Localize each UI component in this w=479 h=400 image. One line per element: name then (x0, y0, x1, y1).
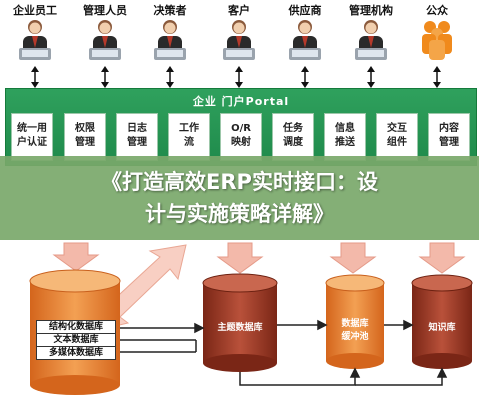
module-label-line2: 组件 (387, 137, 407, 148)
multimedia-db-label: 多媒体数据库 (36, 346, 116, 360)
user-label: 决策者 (153, 4, 187, 17)
user-3: 客户 (208, 0, 270, 64)
module-label-line2: 管理 (75, 137, 95, 148)
buffer-database-cylinder (325, 274, 385, 369)
buffer-db-label-line2: 缓冲池 (341, 332, 369, 342)
title-banner: 《打造高效ERP实时接口：设 计与实施策略详解》 (0, 156, 479, 240)
user-label: 公众 (426, 4, 448, 17)
public-group-icon (422, 21, 452, 60)
portal-module-8: 内容管理 (428, 113, 470, 161)
user-portal-double-arrow (301, 66, 309, 88)
portal-module-4: O/R 映射 (220, 113, 262, 161)
portal-down-arrows (52, 242, 466, 274)
buffer-db-label-line1: 数据库 (341, 319, 369, 329)
portal-module-2: 日志管理 (116, 113, 158, 161)
down-arrow-knowledge (418, 242, 466, 274)
module-label-line1: O/R (231, 123, 251, 134)
user-portal-double-arrow (101, 66, 109, 88)
user-5: 管理机构 (340, 0, 402, 64)
module-label-line1: 权限 (75, 123, 95, 134)
supplier-figure-icon (289, 20, 321, 60)
module-label-line1: 工作 (179, 123, 199, 134)
portal-module-5: 任务调度 (272, 113, 314, 161)
portal-module-3: 工作流 (168, 113, 210, 161)
module-label-line2: 管理 (439, 137, 459, 148)
user-4: 供应商 (274, 0, 336, 64)
user-1: 管理人员 (74, 0, 136, 64)
module-label-line1: 信息 (335, 123, 355, 134)
banner-title-line1: 《打造高效ERP实时接口：设 (101, 170, 378, 194)
portal-module-7: 交互组件 (376, 113, 418, 161)
down-arrow-buffer (329, 242, 377, 274)
module-label-line2: 映射 (231, 137, 251, 148)
connector-lines (120, 319, 448, 386)
user-2: 决策者 (139, 0, 201, 64)
module-label-line1: 内容 (439, 123, 459, 134)
user-label: 企业员工 (13, 4, 57, 17)
module-label-line2: 户认证 (17, 137, 47, 148)
module-label-line2: 流 (184, 137, 194, 148)
module-label-line1: 统一用 (17, 123, 47, 134)
module-label-line1: 交互 (387, 123, 407, 134)
module-label-line1: 日志 (127, 123, 147, 134)
portal-module-0: 统一用户认证 (11, 113, 53, 161)
down-arrow-stack (52, 242, 100, 272)
user-0: 企业员工 (4, 0, 66, 64)
user-portal-double-arrow (433, 66, 441, 88)
module-label-line2: 管理 (127, 137, 147, 148)
theme-db-label: 主题数据库 (217, 323, 263, 333)
user-portal-double-arrow (166, 66, 174, 88)
user-label: 客户 (228, 4, 250, 17)
banner-title-line2: 计与实施策略详解》 (145, 202, 334, 226)
theme-database-cylinder (202, 273, 278, 372)
down-arrow-theme (216, 242, 264, 274)
knowledge-database-cylinder (411, 274, 473, 369)
customer-figure-icon (223, 20, 255, 60)
user-6: 公众 (406, 0, 468, 64)
portal-title: 企业 门户Portal (192, 95, 290, 108)
portal-module-6: 信息推送 (324, 113, 366, 161)
user-label: 管理机构 (349, 4, 393, 17)
user-portal-double-arrow (31, 66, 39, 88)
agency-figure-icon (355, 20, 387, 60)
text-db-label: 文本数据库 (36, 333, 116, 347)
structured-db-label: 结构化数据库 (36, 320, 116, 334)
knowledge-db-label: 知识库 (428, 323, 456, 333)
module-label-line1: 任务 (283, 123, 303, 134)
module-label-line2: 推送 (335, 137, 355, 148)
user-portal-double-arrow (235, 66, 243, 88)
database-diagram (29, 242, 473, 395)
user-label: 供应商 (288, 4, 322, 17)
user-label: 管理人员 (83, 4, 127, 17)
employee-figure-icon (19, 20, 51, 60)
portal-module-1: 权限管理 (64, 113, 106, 161)
manager-figure-icon (89, 20, 121, 60)
module-label-line2: 调度 (283, 137, 303, 148)
user-portal-double-arrow (367, 66, 375, 88)
decision-maker-figure-icon (154, 20, 186, 60)
banner-title: 《打造高效ERP实时接口：设 计与实施策略详解》 (0, 166, 479, 230)
